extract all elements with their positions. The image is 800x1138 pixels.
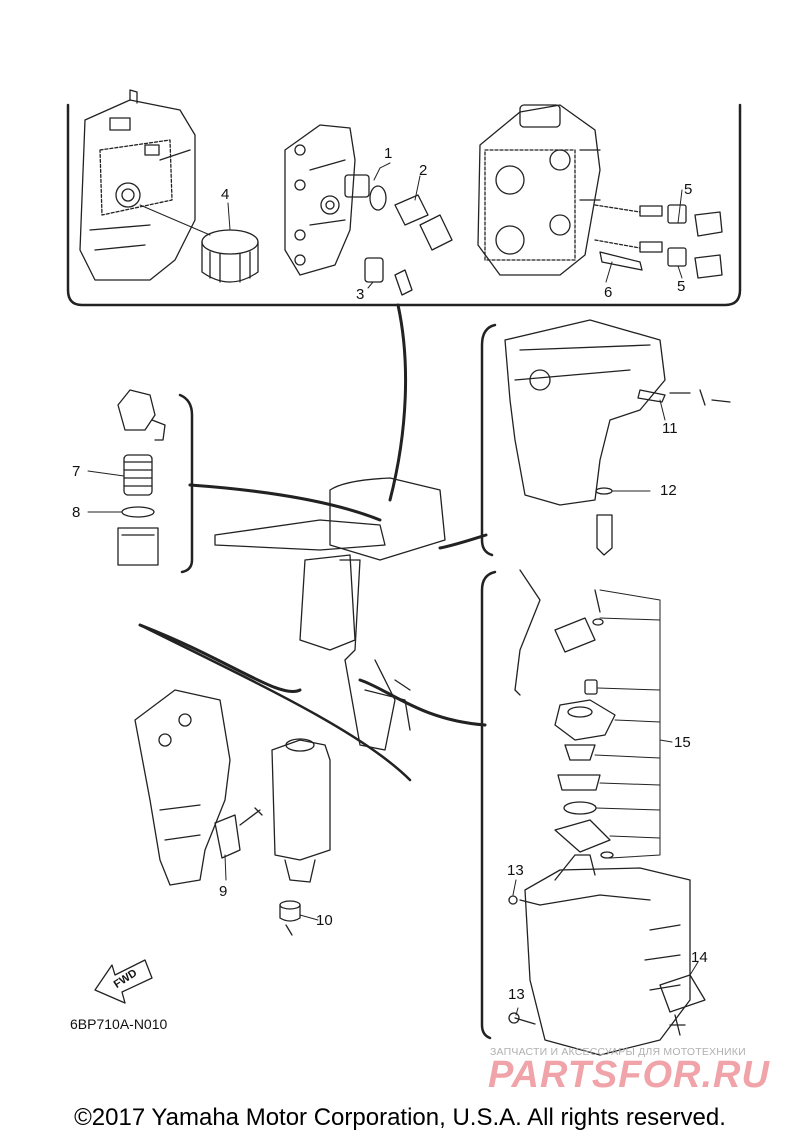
callout-part-12[interactable]: 12 — [660, 482, 677, 499]
fuel-filter-illustration — [87, 389, 166, 566]
callout-part-1[interactable]: 1 — [384, 145, 393, 162]
watermark-brand: PARTSFOR.RU — [488, 1054, 770, 1096]
leader-connector-lines — [138, 303, 488, 727]
right-lower-panel-frame — [480, 570, 497, 1040]
right-upper-panel-frame — [480, 323, 497, 557]
anode-and-plug-illustration — [594, 189, 723, 283]
oil-filter-illustration — [139, 202, 259, 283]
left-lower-panel-frame — [138, 623, 412, 782]
water-pump-parts-illustration — [514, 569, 673, 859]
cylinder-block-left-illustration — [79, 89, 196, 281]
callout-part-13-upper[interactable]: 13 — [507, 862, 524, 879]
callout-part-14[interactable]: 14 — [691, 949, 708, 966]
upper-casing-illustration — [504, 319, 731, 556]
cylinder-head-middle-illustration — [284, 124, 356, 276]
left-mid-panel-frame — [178, 393, 194, 574]
cylinder-block-right-illustration — [477, 104, 601, 276]
callout-part-10[interactable]: 10 — [316, 912, 333, 929]
fwd-arrow-icon — [94, 959, 153, 1004]
outboard-motor-illustration — [214, 477, 446, 751]
top-panel-frame — [66, 103, 742, 307]
lower-unit-illustration — [508, 854, 706, 1056]
callout-part-2[interactable]: 2 — [419, 162, 428, 179]
callout-part-6[interactable]: 6 — [604, 284, 613, 301]
watermark-tagline: ЗАПЧАСТИ И АКСЕССУАРЫ ДЛЯ МОТОТЕХНИКИ — [490, 1046, 746, 1058]
callout-part-13-lower[interactable]: 13 — [508, 986, 525, 1003]
diagram-code: 6BP710A-N010 — [70, 1016, 168, 1032]
callout-part-5-lower[interactable]: 5 — [677, 278, 686, 295]
callout-part-4[interactable]: 4 — [221, 186, 230, 203]
callout-part-3[interactable]: 3 — [356, 286, 365, 303]
callout-part-11[interactable]: 11 — [662, 420, 678, 437]
callout-part-8[interactable]: 8 — [72, 504, 81, 521]
callout-part-5-upper[interactable]: 5 — [684, 181, 693, 198]
swivel-bracket-illustration — [134, 689, 263, 886]
tilt-cylinder-illustration — [271, 738, 331, 936]
thermostat-parts-illustration — [344, 162, 453, 296]
callout-part-15[interactable]: 15 — [674, 734, 691, 751]
callout-part-9[interactable]: 9 — [219, 883, 228, 900]
callout-part-7[interactable]: 7 — [72, 463, 81, 480]
copyright-notice: ©2017 Yamaha Motor Corporation, U.S.A. A… — [74, 1104, 726, 1131]
